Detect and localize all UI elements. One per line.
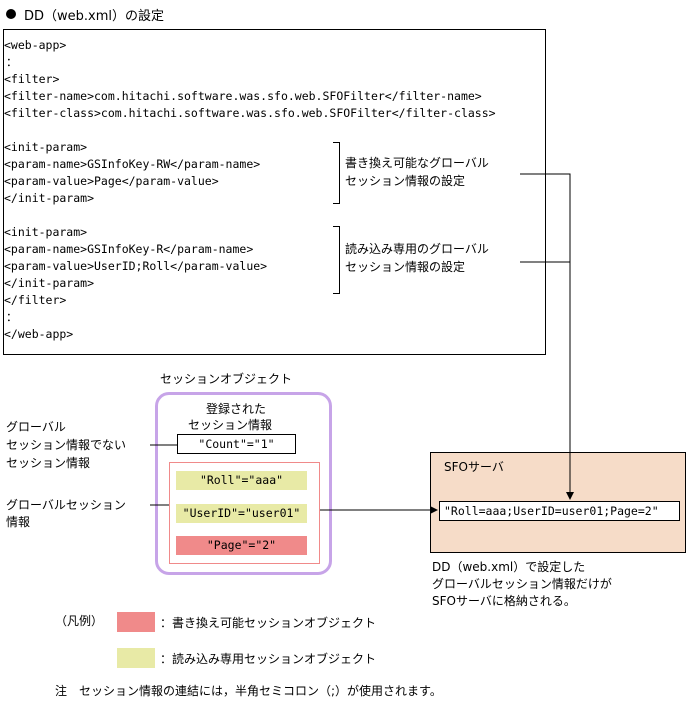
code-line: <param-value>UserID;Roll</param-value>	[4, 259, 268, 273]
rw-annotation-line1: 書き換え可能なグローバル	[345, 156, 489, 170]
code-line: <init-param>	[4, 140, 88, 154]
web-xml-code-box: <web-app> ： <filter> <filter-name>com.hi…	[3, 29, 546, 355]
registered-label-line2: セッション情報	[188, 418, 273, 432]
code-line: ：	[6, 55, 18, 69]
legend-rw-text: ：書き換え可能セッションオブジェクト	[160, 616, 377, 630]
bullet-icon	[6, 9, 16, 19]
code-line: <param-name>GSInfoKey-R</param-name>	[4, 242, 254, 256]
code-line: </init-param>	[4, 191, 95, 205]
footnote: 注 セッション情報の連結には，半角セミコロン（;）が使用されます。	[55, 684, 442, 698]
global-label-line2: 情報	[6, 515, 31, 529]
non-global-label-line1: グローバル	[6, 420, 66, 434]
non-global-label-line2: セッション情報でない	[6, 438, 127, 452]
session-object-title: セッションオブジェクト	[160, 372, 293, 386]
registered-label-line1: 登録された	[206, 402, 267, 416]
sfo-caption-line3: SFOサーバに格納される。	[432, 594, 576, 608]
diagram-title: DD（web.xml）の設定	[24, 9, 165, 24]
legend-r-text: ：読み込み専用セッションオブジェクト	[160, 652, 377, 666]
sfo-caption-line2: グローバルセッション情報だけが	[432, 577, 612, 591]
code-line: <filter>	[4, 72, 60, 86]
global-label-line1: グローバルセッション	[6, 498, 126, 512]
code-line: <filter-class>com.hitachi.software.was.s…	[4, 106, 496, 120]
code-line: ：	[6, 310, 18, 324]
code-line: </filter>	[4, 293, 67, 307]
legend-r-swatch	[117, 648, 155, 668]
sfo-server-title: SFOサーバ	[444, 460, 504, 474]
r-brace	[333, 226, 340, 294]
r-annotation-line2: セッション情報の設定	[345, 260, 466, 274]
page-item: "Page"="2"	[176, 536, 307, 555]
roll-item: "Roll"="aaa"	[176, 471, 307, 490]
sfo-stored-value: "Roll=aaa;UserID=user01;Page=2"	[439, 501, 680, 521]
code-line: <param-value>Page</param-value>	[4, 174, 219, 188]
code-line: <init-param>	[4, 225, 88, 239]
sfo-caption-line1: DD（web.xml）で設定した	[432, 560, 586, 574]
code-line: </init-param>	[4, 276, 95, 290]
code-line: <param-name>GSInfoKey-RW</param-name>	[4, 157, 261, 171]
rw-brace	[333, 142, 340, 204]
count-item: "Count"="1"	[177, 434, 296, 454]
r-annotation-line1: 読み込み専用のグローバル	[345, 242, 489, 256]
code-line: </web-app>	[4, 327, 74, 341]
legend-rw-swatch	[117, 612, 155, 632]
code-line: <web-app>	[4, 38, 67, 52]
rw-connector	[520, 173, 574, 500]
code-line: <filter-name>com.hitachi.software.was.sf…	[4, 89, 482, 103]
rw-annotation-line2: セッション情報の設定	[345, 174, 466, 188]
userid-item: "UserID"="user01"	[176, 504, 307, 523]
legend-label: （凡例）	[55, 614, 104, 628]
non-global-label-line3: セッション情報	[6, 456, 91, 470]
